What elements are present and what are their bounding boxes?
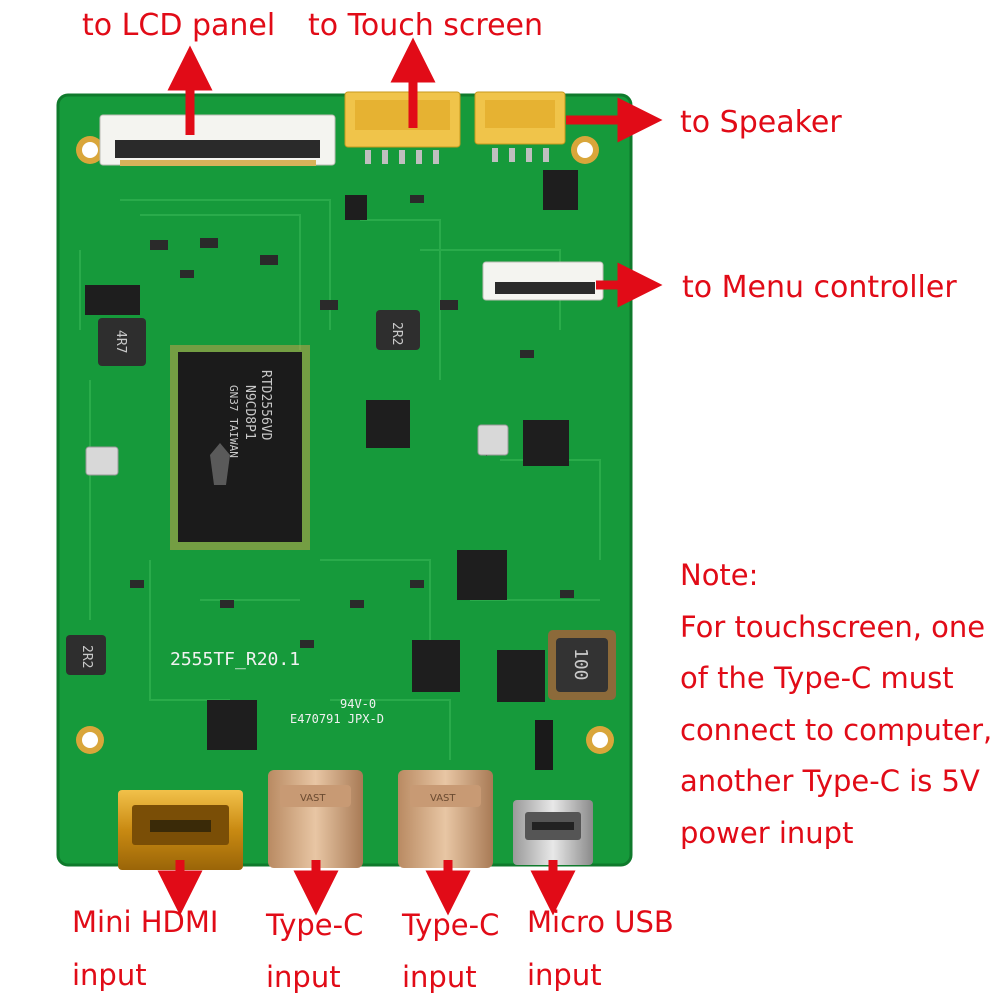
note-heading: Note:	[680, 558, 759, 592]
callout-type-c-2-input: input	[402, 960, 477, 994]
inductor-2r2-top: 2R2	[376, 310, 420, 350]
type-c-brand-1: VAST	[300, 793, 326, 804]
callout-type-c-1: Type-C	[266, 908, 364, 942]
menu-connector	[482, 261, 604, 301]
svg-text:2R2: 2R2	[79, 645, 94, 668]
ul-mark: 94V-0	[340, 697, 376, 711]
callout-mini-hdmi: Mini HDMI	[72, 905, 219, 939]
note-block: Note: For touchscreen, one of the Type-C…	[680, 550, 992, 859]
callout-menu-controller: to Menu controller	[682, 270, 957, 305]
svg-text:2R2: 2R2	[389, 322, 404, 345]
callout-micro-usb: Micro USB	[527, 905, 674, 939]
callout-arrows	[157, 37, 663, 916]
callout-lcd-panel: to LCD panel	[82, 8, 276, 43]
main-chip-line-1: RTD2556VD	[258, 370, 273, 441]
note-line-1: For touchscreen, one	[680, 609, 986, 644]
type-c-brand-2: VAST	[430, 793, 456, 804]
callout-micro-usb-input: input	[527, 958, 602, 992]
inductor-2r2-left: 2R2	[66, 635, 106, 675]
callout-mini-hdmi-input: input	[72, 958, 147, 992]
realtek-logo-icon	[210, 443, 230, 485]
main-chip-line-2: N9CD8P1	[242, 385, 257, 440]
svg-text:4R7: 4R7	[113, 330, 128, 353]
speaker-connector	[474, 91, 566, 162]
touch-connector	[344, 91, 461, 164]
inductor-100: 100	[548, 630, 616, 700]
mounting-holes	[76, 136, 614, 754]
lcd-connector	[99, 114, 336, 166]
note-line-2: of the Type-C must	[680, 661, 954, 695]
type-c-port-1: VAST	[268, 770, 363, 868]
micro-usb-port	[513, 800, 593, 865]
callout-type-c-1-input: input	[266, 960, 341, 994]
callout-type-c-2: Type-C	[402, 908, 500, 942]
passive-components	[130, 195, 574, 770]
inductor-4r7: 4R7	[98, 318, 146, 366]
note-line-5: power inupt	[680, 815, 854, 850]
callout-speaker: to Speaker	[680, 105, 842, 140]
svg-text:100: 100	[570, 648, 591, 681]
small-ics	[85, 170, 578, 750]
board-silkscreen: 2555TF_R20.1	[170, 649, 300, 670]
ul-code: E470791 JPX-D	[290, 712, 384, 726]
note-line-4: another Type-C is 5V	[680, 764, 980, 798]
mini-hdmi-port	[118, 790, 243, 870]
callout-touch-screen: to Touch screen	[308, 8, 544, 43]
main-chip-line-3: GN37 TAIWAN	[227, 385, 240, 458]
note-line-3: connect to computer,	[680, 712, 993, 747]
crystals	[85, 424, 509, 476]
main-chip: RTD2556VD N9CD8P1 GN37 TAIWAN	[170, 345, 310, 550]
type-c-port-2: VAST	[398, 770, 493, 868]
